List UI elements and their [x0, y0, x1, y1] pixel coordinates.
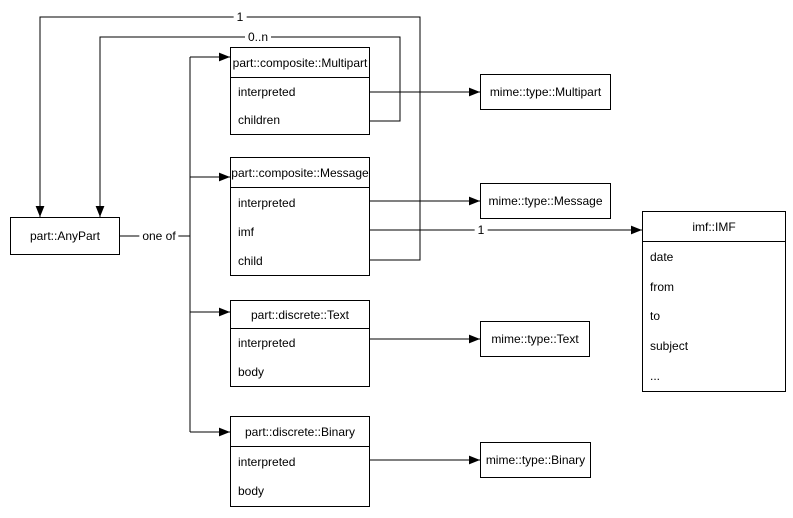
class-title: mime::type::Binary: [485, 453, 586, 467]
class-field: interpreted: [238, 195, 296, 210]
class-box-part-composite-message: part::composite::Message interpreted imf…: [230, 157, 370, 276]
class-field: body: [238, 364, 265, 379]
class-field: date: [650, 249, 674, 264]
class-field: children: [238, 113, 281, 127]
class-field: imf: [238, 224, 254, 239]
edge-label-message-child-multiplicity: 1: [233, 10, 247, 24]
class-title: mime::type::Text: [491, 332, 579, 346]
class-fields: interpreted children: [231, 78, 369, 134]
class-box-mime-type-multipart: mime::type::Multipart: [480, 74, 611, 110]
class-field: from: [650, 279, 674, 294]
class-field: ...: [650, 369, 661, 384]
class-box-mime-type-text: mime::type::Text: [480, 321, 590, 357]
class-field: subject: [650, 339, 689, 354]
class-field: to: [650, 309, 661, 324]
class-title: mime::type::Multipart: [489, 85, 602, 99]
edge-multipart-children-to-anypart: [95, 36, 401, 217]
class-title: part::discrete::Binary: [231, 417, 369, 447]
class-field: interpreted: [238, 454, 296, 469]
class-box-mime-type-message: mime::type::Message: [480, 183, 611, 219]
class-title: part::composite::Multipart: [231, 48, 369, 78]
class-box-part-discrete-binary: part::discrete::Binary interpreted body: [230, 416, 370, 507]
class-field: body: [238, 484, 265, 499]
class-fields: interpreted body: [231, 329, 369, 386]
class-box-part-composite-multipart: part::composite::Multipart interpreted c…: [230, 47, 370, 135]
class-field: child: [238, 253, 263, 268]
class-box-part-anypart: part::AnyPart: [10, 217, 120, 255]
class-title: mime::type::Message: [488, 194, 603, 208]
edge-label-message-imf-multiplicity: 1: [474, 223, 488, 237]
class-box-part-discrete-text: part::discrete::Text interpreted body: [230, 300, 370, 387]
class-box-mime-type-binary: mime::type::Binary: [480, 442, 591, 478]
class-title: part::discrete::Text: [231, 301, 369, 329]
edge-label-anypart-one-of: one of: [139, 229, 179, 243]
edge-message-child-to-anypart: [35, 16, 421, 261]
class-field: interpreted: [238, 85, 296, 99]
class-title: part::AnyPart: [29, 229, 101, 243]
class-title: imf::IMF: [643, 212, 785, 242]
class-title: part::composite::Message: [231, 158, 369, 188]
class-field: interpreted: [238, 336, 296, 351]
class-box-imf-imf: imf::IMF date from to subject ...: [642, 211, 786, 392]
edge-label-multipart-children-multiplicity: 0..n: [244, 30, 272, 44]
class-fields: interpreted body: [231, 447, 369, 506]
class-fields: interpreted imf child: [231, 188, 369, 275]
class-fields: date from to subject ...: [643, 242, 785, 391]
